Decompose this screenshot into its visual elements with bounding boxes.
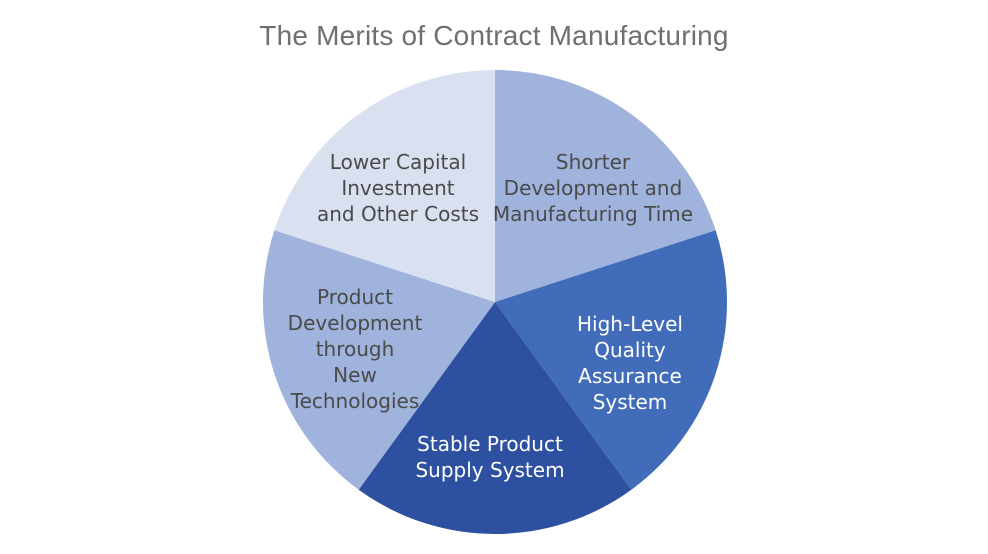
- pie-slice-stable-supply: [358, 302, 632, 535]
- pie-slice-lower-capital: [274, 69, 495, 302]
- chart-title: The Merits of Contract Manufacturing: [259, 20, 729, 51]
- pie-slice-shorter-development: [495, 70, 716, 302]
- pie-slice-quality-assurance: [495, 230, 728, 490]
- pie-slice-new-technologies: [262, 230, 495, 490]
- pie-slices: [262, 69, 728, 535]
